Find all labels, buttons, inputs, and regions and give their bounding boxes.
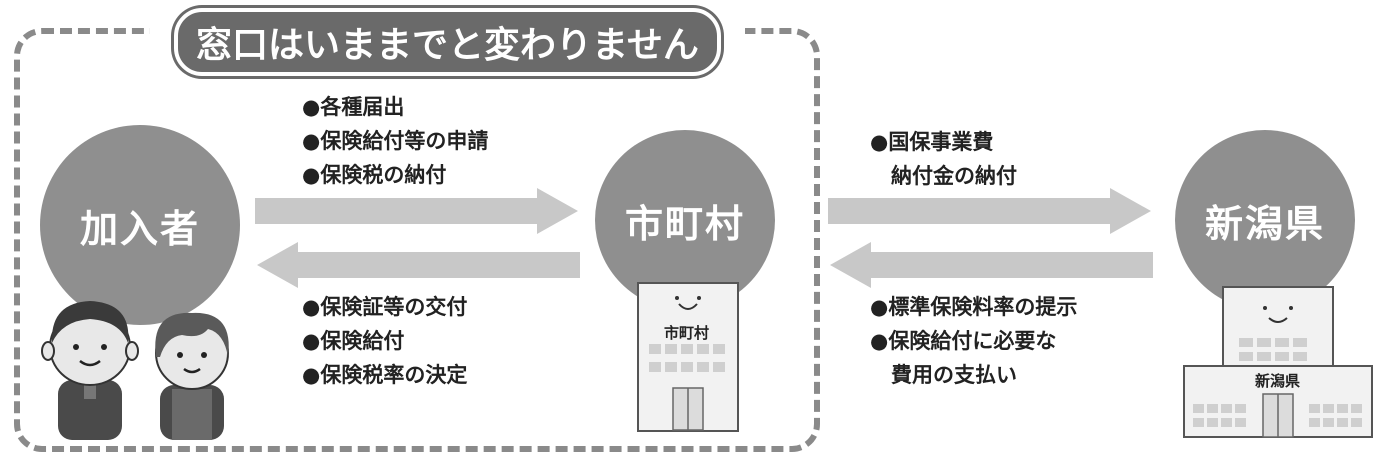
list-item: ●保険給付に必要な [870,329,1057,353]
municipality-circle: 市町村 [595,130,775,310]
list-to-municipality-from-prefecture: ●標準保険料率の提示 ●保険給付に必要な 費用の支払い [870,290,1077,392]
list-item: ●標準保険料率の提示 [870,295,1078,319]
prefecture-label: 新潟県 [1204,201,1325,246]
prefecture-building-icon [1183,286,1373,438]
prefecture-circle: 新潟県 [1175,130,1355,310]
list-item: ●保険証等の交付 [302,295,468,319]
girl-icon [155,312,229,440]
list-item: 費用の支払い [870,363,1017,387]
subscriber-circle: 加入者 [40,125,240,325]
list-item: ●保険税の納付 [302,163,447,187]
list-item: ●保険給付等の申請 [302,129,489,153]
municipality-building-icon [637,282,739,432]
people-illustration [41,301,229,440]
arrow-to-municipality [255,188,578,234]
list-item: ●保険税率の決定 [302,363,468,387]
list-item: ●各種届出 [302,95,405,119]
list-to-prefecture: ●国保事業費 納付金の納付 [870,125,1017,193]
municipality-label: 市町村 [624,201,745,246]
arrow-to-subscriber [257,242,580,288]
list-item: 納付金の納付 [870,164,1017,188]
list-to-subscriber: ●保険証等の交付 ●保険給付 ●保険税率の決定 [302,290,467,392]
list-to-municipality: ●各種届出 ●保険給付等の申請 ●保険税の納付 [302,90,488,192]
banner: 窓口はいままでと変わりません [150,8,745,76]
arrow-to-municipality-from-prefecture [830,242,1153,288]
banner-title: 窓口はいままでと変わりません [174,8,721,76]
list-item: ●国保事業費 [870,130,994,154]
municipality-building-sign: 市町村 [664,324,710,342]
list-item: ●保険給付 [302,329,405,353]
prefecture-building-sign: 新潟県 [1255,372,1301,390]
subscriber-label: 加入者 [79,206,200,251]
arrow-to-prefecture [828,188,1151,234]
boy-icon [41,301,139,440]
